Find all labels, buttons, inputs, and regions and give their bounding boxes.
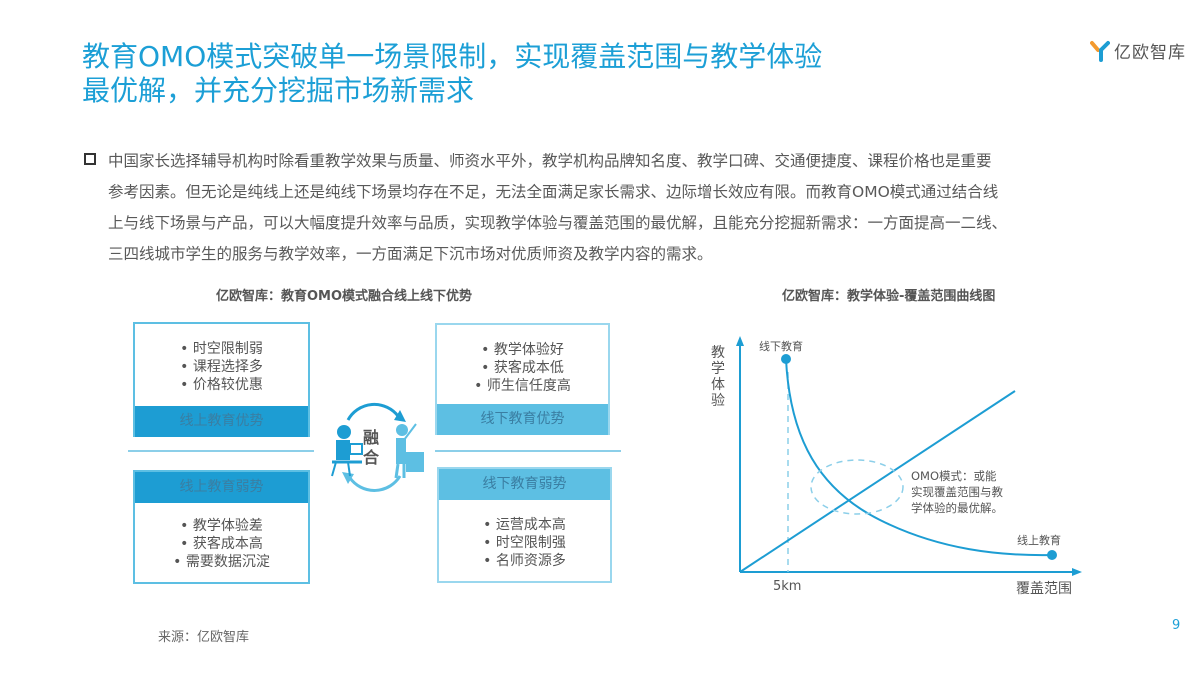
y-label-char: 教 (711, 345, 725, 361)
square-bullet-icon (84, 153, 96, 165)
list-item: • 课程选择多 (180, 359, 263, 375)
title-line-2: 最优解，并充分挖掘市场新需求 (82, 74, 475, 107)
logo-text: 亿欧智库 (1114, 43, 1186, 63)
cycle-arrows-icon (342, 402, 406, 492)
online-point (1047, 550, 1057, 560)
online-weakness-label: 线上教育弱势 (135, 472, 308, 503)
y-label-char: 学 (711, 361, 725, 377)
y-logo-icon (1090, 40, 1110, 62)
experience-curve (785, 358, 1053, 557)
paragraph-line: 三四线城市学生的服务与教学效率，一方面满足下沉市场对优质师资及教学内容的需求。 (108, 245, 713, 263)
offline-advantage-box: • 教学体验好 • 获客成本低 • 师生信任度高 线下教育优势 (435, 323, 610, 435)
left-figure-title: 亿欧智库：教育OMO模式融合线上线下优势 (216, 289, 473, 304)
omo-annotation: OMO模式：或能 实现覆盖范围与教 学体验的最优解。 (911, 468, 1003, 516)
omo-ellipse (810, 459, 904, 515)
offline-weakness-box: 线下教育弱势 • 运营成本高 • 时空限制强 • 名师资源多 (437, 467, 612, 583)
list-item: • 需要数据沉淀 (173, 554, 270, 570)
online-advantage-box: • 时空限制弱 • 课程选择多 • 价格较优惠 线上教育优势 (133, 322, 310, 437)
x-axis-arrow-icon (1072, 568, 1082, 576)
annotation-line: OMO模式：或能 (911, 469, 997, 483)
list-item: • 教学体验差 (180, 518, 263, 534)
y-axis-arrow-icon (736, 336, 744, 346)
annotation-line: 实现覆盖范围与教 (911, 485, 1003, 499)
y-axis-label: 教 学 体 验 (710, 345, 726, 409)
source-note: 来源：亿欧智库 (158, 630, 250, 645)
online-education-label: 线上教育 (1017, 534, 1061, 547)
annotation-line: 学体验的最优解。 (911, 501, 1003, 515)
offline-weakness-items: • 运营成本高 • 时空限制强 • 名师资源多 (439, 516, 610, 570)
fusion-char: 融 (362, 428, 379, 447)
offline-advantage-items: • 教学体验好 • 获客成本低 • 师生信任度高 (437, 341, 608, 395)
right-figure-title: 亿欧智库：教学体验-覆盖范围曲线图 (782, 289, 996, 304)
offline-education-label: 线下教育 (759, 340, 803, 353)
page-number: 9 (1172, 618, 1181, 633)
fusion-label: 融 合 (360, 428, 382, 468)
coverage-line (739, 390, 1016, 573)
list-item: • 获客成本高 (180, 536, 263, 552)
list-item: • 价格较优惠 (180, 377, 263, 393)
paragraph-line: 参考因素。但无论是纯线上还是纯线下场景均存在不足，无法全面满足家长需求、边际增长… (108, 183, 999, 201)
brand-logo: 亿欧智库 (1090, 38, 1186, 63)
teacher-pointing-icon (394, 423, 424, 479)
offline-point (781, 354, 791, 364)
online-advantage-items: • 时空限制弱 • 课程选择多 • 价格较优惠 (135, 340, 308, 394)
paragraph-line: 上与线下场景与产品，可以大幅度提升效率与品质，实现教学体验与覆盖范围的最优解，且… (108, 214, 1008, 232)
x-tick-5km: 5km (773, 579, 802, 594)
y-label-char: 体 (711, 377, 725, 393)
divider-left (128, 450, 314, 452)
offline-advantage-label: 线下教育优势 (437, 404, 608, 435)
online-weakness-items: • 教学体验差 • 获客成本高 • 需要数据沉淀 (135, 517, 308, 571)
list-item: • 时空限制强 (483, 535, 566, 551)
y-label-char: 验 (711, 393, 725, 409)
online-weakness-box: 线上教育弱势 • 教学体验差 • 获客成本高 • 需要数据沉淀 (133, 470, 310, 584)
list-item: • 运营成本高 (483, 517, 566, 533)
page-title: 教育OMO模式突破单一场景限制，实现覆盖范围与教学体验 最优解，并充分挖掘市场新… (82, 40, 982, 108)
fusion-illustration (331, 402, 424, 492)
list-item: • 名师资源多 (483, 553, 566, 569)
list-item: • 获客成本低 (481, 360, 564, 376)
list-item: • 时空限制弱 (180, 341, 263, 357)
list-item: • 师生信任度高 (474, 378, 571, 394)
intro-paragraph: 中国家长选择辅导机构时除看重教学效果与质量、师资水平外，教学机构品牌知名度、教学… (108, 146, 1128, 270)
list-item: • 教学体验好 (481, 342, 564, 358)
paragraph-line: 中国家长选择辅导机构时除看重教学效果与质量、师资水平外，教学机构品牌知名度、教学… (108, 152, 992, 170)
x-axis-label: 覆盖范围 (1016, 581, 1072, 597)
title-line-1: 教育OMO模式突破单一场景限制，实现覆盖范围与教学体验 (82, 40, 823, 73)
student-at-desk-icon (331, 425, 363, 477)
offline-weakness-label: 线下教育弱势 (439, 469, 610, 500)
online-advantage-label: 线上教育优势 (135, 406, 308, 437)
fusion-char: 合 (362, 448, 379, 467)
divider-right (435, 450, 621, 452)
